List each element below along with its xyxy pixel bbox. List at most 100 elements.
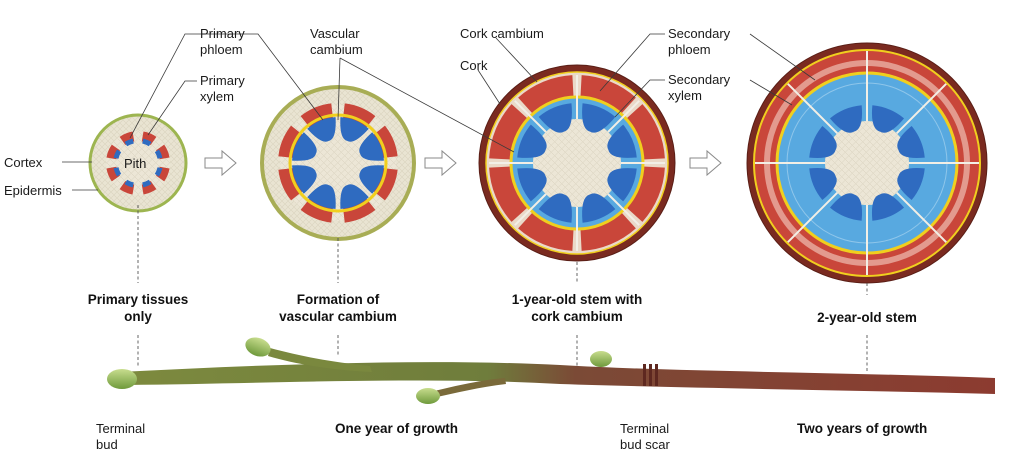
lateral-bud-icon [245,337,271,357]
secondary-phloem-bundle [518,75,574,114]
label-cork: Cork [460,58,488,73]
stage-2-cross-section [260,85,416,241]
primary-xylem-bundle [359,132,384,161]
primary-xylem-bundle [897,167,925,201]
secondary-phloem-bundle [626,104,665,160]
lateral-bud-icon [590,351,612,367]
primary-xylem-bundle [124,138,134,147]
ray-line [895,191,947,243]
primary-phloem-bundle [342,103,376,129]
secondary-phloem-bundle [580,212,636,251]
primary-xylem-bundle [142,179,152,188]
pith-region [280,105,396,221]
bud-scar-ring [649,364,652,386]
twig-side-branch [430,378,506,398]
primary-xylem-bundle [113,167,122,177]
ray-line [514,193,547,226]
ray-line [787,83,839,135]
primary-xylem-bundle [113,149,122,159]
secondary-phloem-bundle [489,104,528,160]
ray-line [514,100,547,133]
label-two-years-growth: Two years of growth [797,421,927,436]
primary-phloem-bundle [300,197,334,223]
primary-xylem-bundle [607,124,637,158]
ray-line [607,100,640,133]
primary-xylem-bundle [359,165,384,194]
pith-region [825,121,909,205]
primary-xylem-bundle [582,103,616,133]
primary-phloem-bundle [300,103,334,129]
twig-side-branch [268,348,372,372]
primary-xylem-bundle [607,168,637,202]
primary-phloem-bundle [372,125,398,159]
primary-xylem-bundle [124,179,134,188]
arrow-icon [424,149,457,177]
ray-line [787,191,839,243]
primary-xylem-bundle [897,125,925,159]
stage-arrows [204,149,722,177]
ray-line [895,83,947,135]
stage-4-cross-section [746,42,988,284]
label-cortex: Cortex [4,155,43,170]
secondary-phloem-bundle [489,166,528,222]
primary-xylem-bundle [538,103,572,133]
caption-stage-4: 2-year-old stem [817,310,917,325]
pith-region [533,119,621,207]
ray-line [607,193,640,226]
primary-xylem-bundle [307,117,336,142]
bud-scar-ring [643,364,646,386]
primary-xylem-bundle [292,165,317,194]
primary-xylem-bundle [142,138,152,147]
twig-branch [120,362,995,394]
secondary-phloem-bundle [626,166,665,222]
label-epidermis: Epidermis [4,183,62,198]
primary-xylem-bundle [307,184,336,209]
label-one-year-growth: One year of growth [335,421,458,436]
secondary-phloem-bundle [518,212,574,251]
lateral-bud-icon [416,388,440,404]
primary-phloem-bundle [342,197,376,223]
label-pith: Pith [124,156,146,171]
terminal-bud-icon [107,369,137,389]
primary-xylem-bundle [871,193,905,221]
primary-phloem-bundle [278,125,304,159]
primary-xylem-bundle [829,193,863,221]
primary-xylem-bundle [809,167,837,201]
primary-xylem-bundle [340,117,369,142]
primary-xylem-bundle [871,105,905,133]
arrow-icon [204,149,237,177]
drop-lines [137,205,868,372]
primary-xylem-bundle [538,193,572,223]
leader-lines [62,33,816,191]
twig [107,337,995,404]
primary-xylem-bundle [154,149,163,159]
secondary-phloem-bundle [580,75,636,114]
label-cork-cambium: Cork cambium [460,26,544,41]
primary-xylem-bundle [829,105,863,133]
primary-xylem-bundle [154,167,163,177]
primary-xylem-bundle [517,124,547,158]
primary-xylem-bundle [809,125,837,159]
primary-xylem-bundle [292,132,317,161]
stage-1-cross-section [88,113,188,213]
bud-scar-ring [655,364,658,386]
stage-3-cross-section [478,64,676,262]
primary-phloem-bundle [372,167,398,201]
primary-xylem-bundle [340,184,369,209]
arrow-icon [689,149,722,177]
